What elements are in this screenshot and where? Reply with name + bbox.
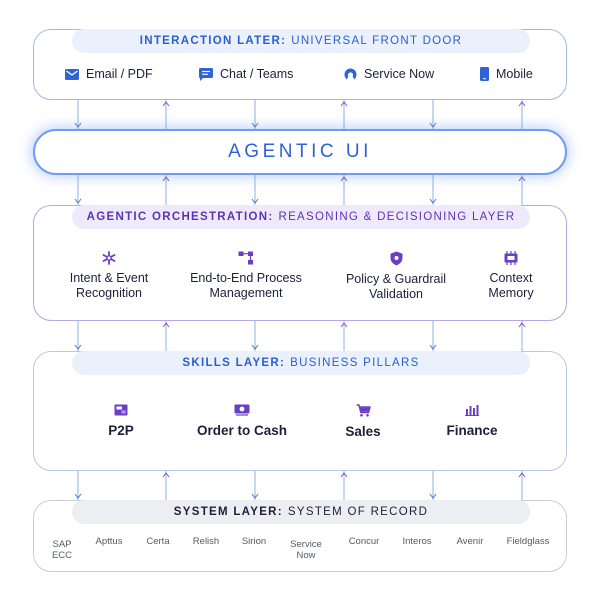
channel-chat: Chat / Teams (199, 67, 293, 81)
orchestration-item-line2: Recognition (75, 286, 142, 300)
memory-icon (466, 251, 556, 265)
system-item: Certa (146, 536, 170, 547)
system-item: Interos (402, 536, 432, 547)
system-item: Avenir (456, 536, 484, 547)
intent-icon (44, 251, 174, 265)
interaction-layer-title-bold: INTERACTION LATER: (139, 35, 287, 47)
interaction-layer-title-rest: UNIVERSAL FRONT DOOR (291, 35, 463, 47)
orchestration-item-memory: Context Memory (466, 251, 556, 301)
skills-layer-title: SKILLS LAYER: BUSINESS PILLARS (72, 351, 530, 375)
skills-layer: SKILLS LAYER: BUSINESS PILLARS P2P Order… (33, 351, 567, 471)
email-icon (65, 68, 79, 80)
cart-icon (313, 404, 413, 417)
pillar-sales: Sales (313, 404, 413, 439)
skills-layer-title-bold: SKILLS LAYER: (182, 357, 286, 369)
orchestration-item-process: End-to-End Process Management (176, 251, 316, 301)
system-item: Apttus (95, 536, 123, 547)
system-item: Fieldglass (506, 536, 550, 547)
channel-mobile: Mobile (480, 67, 533, 81)
chat-icon (199, 67, 213, 81)
orchestration-layer-title: AGENTIC ORCHESTRATION: REASONING & DECIS… (72, 205, 530, 229)
system-item: Relish (192, 536, 220, 547)
pillar-p2p: P2P (71, 404, 171, 438)
orchestration-item-line1: End-to-End Process (190, 271, 302, 285)
system-layer-title-bold: SYSTEM LAYER: (173, 506, 283, 518)
orchestration-item-line2: Management (209, 286, 283, 300)
orchestration-item-line1: Context (489, 271, 533, 285)
pillar-finance: Finance (422, 404, 522, 438)
bar-chart-icon (422, 404, 522, 416)
orchestration-item-policy: Policy & Guardrail Validation (326, 251, 466, 302)
orchestration-item-line2: Validation (369, 287, 423, 301)
channel-label: Email / PDF (86, 67, 153, 81)
skills-layer-title-rest: BUSINESS PILLARS (290, 357, 420, 369)
channel-label: Mobile (496, 67, 533, 81)
pillar-label: Sales (345, 424, 381, 439)
channel-email: Email / PDF (65, 67, 153, 81)
orchestration-item-line1: Intent & Event (69, 271, 149, 285)
orchestration-item-intent: Intent & Event Recognition (44, 251, 174, 301)
system-item: Concur (348, 536, 380, 547)
system-layer-title-rest: SYSTEM OF RECORD (287, 506, 429, 518)
channel-label: Service Now (364, 67, 435, 81)
orchestration-layer-title-rest: REASONING & DECISIONING LAYER (278, 211, 516, 223)
agentic-ui-label: AGENTIC UI (228, 141, 372, 162)
servicenow-icon (344, 68, 357, 81)
system-item: Service Now (290, 539, 322, 561)
channel-servicenow: Service Now (344, 67, 434, 81)
mobile-icon (480, 67, 489, 81)
interaction-layer-title: INTERACTION LATER: UNIVERSAL FRONT DOOR (72, 29, 530, 53)
orchestration-layer-title-bold: AGENTIC ORCHESTRATION: (86, 211, 274, 223)
system-item: Sirion (241, 536, 267, 547)
system-layer: SYSTEM LAYER: SYSTEM OF RECORD SAP ECC A… (33, 500, 567, 572)
process-icon (176, 251, 316, 265)
system-layer-title: SYSTEM LAYER: SYSTEM OF RECORD (72, 500, 530, 524)
channel-label: Chat / Teams (220, 67, 294, 81)
orchestration-item-line2: Memory (488, 286, 534, 300)
pillar-label: Finance (446, 423, 498, 438)
p2p-icon (71, 404, 171, 416)
orchestration-item-line1: Policy & Guardrail (345, 272, 447, 286)
cash-icon (182, 404, 302, 416)
interaction-layer: INTERACTION LATER: UNIVERSAL FRONT DOOR … (33, 29, 567, 100)
pillar-order-to-cash: Order to Cash (182, 404, 302, 438)
system-item: SAP ECC (51, 539, 73, 561)
shield-icon (326, 251, 466, 266)
agentic-ui-bar: AGENTIC UI (33, 129, 567, 175)
channel-list: Email / PDF Chat / Teams Service Now Mob… (34, 67, 566, 87)
pillar-label: P2P (108, 423, 134, 438)
pillar-label: Order to Cash (196, 423, 288, 438)
orchestration-layer: AGENTIC ORCHESTRATION: REASONING & DECIS… (33, 205, 567, 321)
